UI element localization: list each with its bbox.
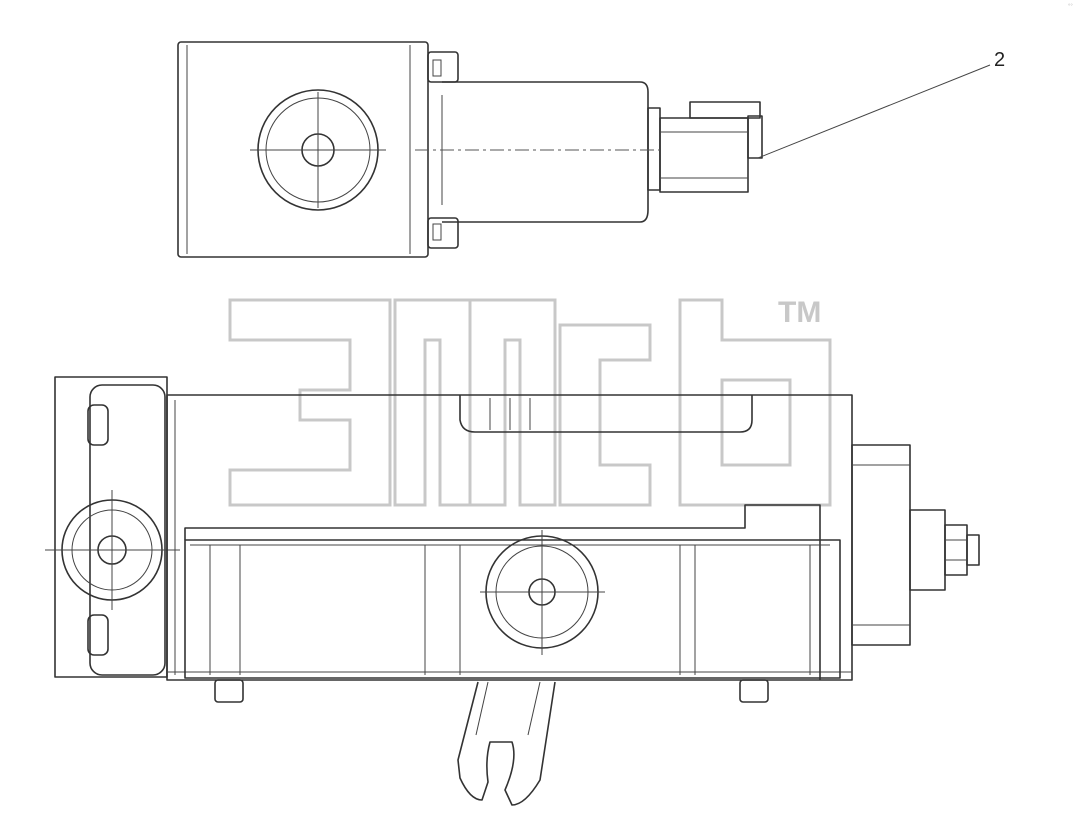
- watermark-glyph-4: [558, 323, 652, 507]
- watermark-glyph-5: [678, 298, 832, 507]
- watermark-glyph-2: [393, 298, 472, 507]
- valve-block-view: [45, 376, 980, 806]
- watermark-logo: TM: [228, 296, 832, 507]
- callout-label-2: 2: [994, 49, 1005, 71]
- solenoid-top-view: [177, 41, 991, 258]
- watermark-glyph-3: [468, 298, 557, 507]
- watermark-trademark: TM: [778, 296, 821, 329]
- watermark-glyph-1: [228, 298, 392, 507]
- corner-mark: °°: [1068, 4, 1073, 10]
